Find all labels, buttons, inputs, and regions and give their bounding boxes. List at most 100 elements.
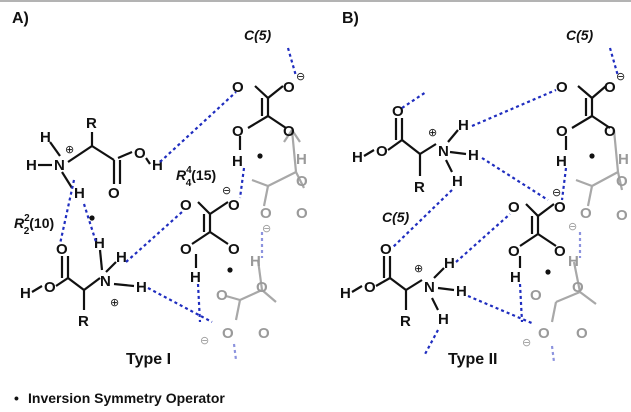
svg-text:H: H [152, 157, 163, 174]
svg-text:H: H [456, 283, 467, 300]
svg-text:O: O [134, 145, 146, 162]
svg-text:⊖: ⊖ [522, 337, 531, 349]
svg-text:H: H [20, 285, 31, 302]
svg-text:H: H [556, 153, 567, 170]
svg-text:⊖: ⊖ [616, 71, 625, 83]
svg-text:R: R [86, 115, 97, 132]
legend-text: Inversion Symmetry Operator [28, 390, 225, 406]
svg-text:R: R [400, 313, 411, 330]
svg-text:H: H [452, 173, 463, 190]
svg-text:O: O [604, 79, 616, 96]
oxalate-middle-a: O O ⊖ O O H [180, 185, 240, 286]
oxalate-middle-b: O O ⊖ O O H [508, 187, 566, 286]
svg-text:O: O [283, 123, 295, 140]
svg-text:H: H [74, 185, 85, 202]
amino-acid-lower-a: H O O R N ⊕ H H H [20, 235, 147, 330]
svg-text:⊖: ⊖ [222, 185, 231, 197]
svg-text:O: O [232, 79, 244, 96]
svg-text:H: H [26, 157, 37, 174]
svg-text:O: O [604, 123, 616, 140]
oxalate-top-b: O O ⊖ O O H [556, 71, 625, 170]
svg-text:R: R [78, 313, 89, 330]
svg-text:⊕: ⊕ [428, 127, 437, 139]
faded-oxalate-upper-b: H O O O ⊖ [568, 129, 629, 233]
svg-text:O: O [260, 205, 272, 222]
svg-text:O: O [576, 325, 588, 342]
svg-text:⊕: ⊕ [414, 263, 423, 275]
svg-text:H: H [458, 117, 469, 134]
svg-text:O: O [556, 123, 568, 140]
svg-text:O: O [376, 143, 388, 160]
svg-text:⊖: ⊖ [200, 335, 209, 347]
svg-text:O: O [508, 199, 520, 216]
svg-text:O: O [364, 279, 376, 296]
svg-text:H: H [94, 235, 105, 252]
panel-b-c5-label-mid: C(5) [382, 209, 410, 225]
panel-b-c5-label-top: C(5) [566, 27, 594, 43]
svg-text:N: N [424, 279, 435, 296]
svg-text:O: O [296, 205, 308, 222]
svg-text:O: O [554, 199, 566, 216]
panel-a: A) C(5) H O O O ⊖ O O ⊖ O O H [12, 10, 308, 368]
inversion-dot [589, 153, 595, 159]
svg-text:O: O [572, 279, 584, 296]
svg-text:H: H [232, 153, 243, 170]
panel-a-type-label: Type I [126, 351, 171, 368]
hydrogen-bonds-a [58, 47, 298, 361]
svg-text:N: N [100, 273, 111, 290]
svg-text:O: O [530, 287, 542, 304]
faded-oxalate-upper: H O O O ⊖ [251, 129, 308, 235]
hydrogen-bonds-b [391, 47, 620, 363]
svg-text:O: O [296, 173, 308, 190]
svg-text:H: H [136, 279, 147, 296]
svg-text:O: O [554, 243, 566, 260]
panel-b-label: B) [342, 10, 359, 27]
svg-text:H: H [116, 249, 127, 266]
svg-text:⊖: ⊖ [568, 221, 577, 233]
svg-text:H: H [468, 147, 479, 164]
amino-acid-upper-a: H N ⊕ H H R O O H [26, 115, 163, 202]
svg-text:O: O [180, 197, 192, 214]
svg-text:O: O [380, 241, 392, 258]
faded-oxalate-lower: H O O O O ⊖ [200, 253, 277, 347]
svg-text:⊕: ⊕ [110, 297, 119, 309]
panel-b-type-label: Type II [448, 351, 498, 368]
inversion-dot [227, 267, 233, 273]
svg-text:H: H [438, 311, 449, 328]
svg-text:H: H [510, 269, 521, 286]
amino-acid-lower-b: H O O R N ⊕ H H H [340, 241, 467, 330]
svg-text:O: O [44, 279, 56, 296]
svg-text:H: H [568, 253, 579, 270]
inversion-dot [545, 269, 551, 275]
svg-text:N: N [438, 143, 449, 160]
svg-text:O: O [56, 241, 68, 258]
panel-a-label: A) [12, 10, 29, 27]
oxalate-top-a: O O ⊖ O O H [232, 71, 305, 170]
svg-text:O: O [228, 197, 240, 214]
svg-text:O: O [180, 241, 192, 258]
legend-bullet: • [14, 390, 19, 406]
svg-text:O: O [556, 79, 568, 96]
svg-text:H: H [444, 255, 455, 272]
svg-text:H: H [190, 269, 201, 286]
svg-text:O: O [508, 243, 520, 260]
svg-text:O: O [108, 185, 120, 202]
svg-text:O: O [392, 103, 404, 120]
legend: • Inversion Symmetry Operator [14, 390, 225, 406]
svg-text:H: H [40, 129, 51, 146]
svg-text:H: H [250, 253, 261, 270]
inversion-dot [257, 153, 263, 159]
svg-text:O: O [283, 79, 295, 96]
svg-text:⊖: ⊖ [296, 71, 305, 83]
panel-b: B) C(5) C(5) H O O O ⊖ H O O O O ⊖ [340, 10, 629, 368]
svg-text:H: H [296, 151, 307, 168]
svg-text:N: N [54, 157, 65, 174]
svg-text:⊖: ⊖ [552, 187, 561, 199]
svg-text:O: O [228, 241, 240, 258]
svg-text:⊕: ⊕ [65, 144, 74, 156]
svg-text:O: O [222, 325, 234, 342]
svg-text:O: O [580, 205, 592, 222]
svg-text:O: O [538, 325, 550, 342]
